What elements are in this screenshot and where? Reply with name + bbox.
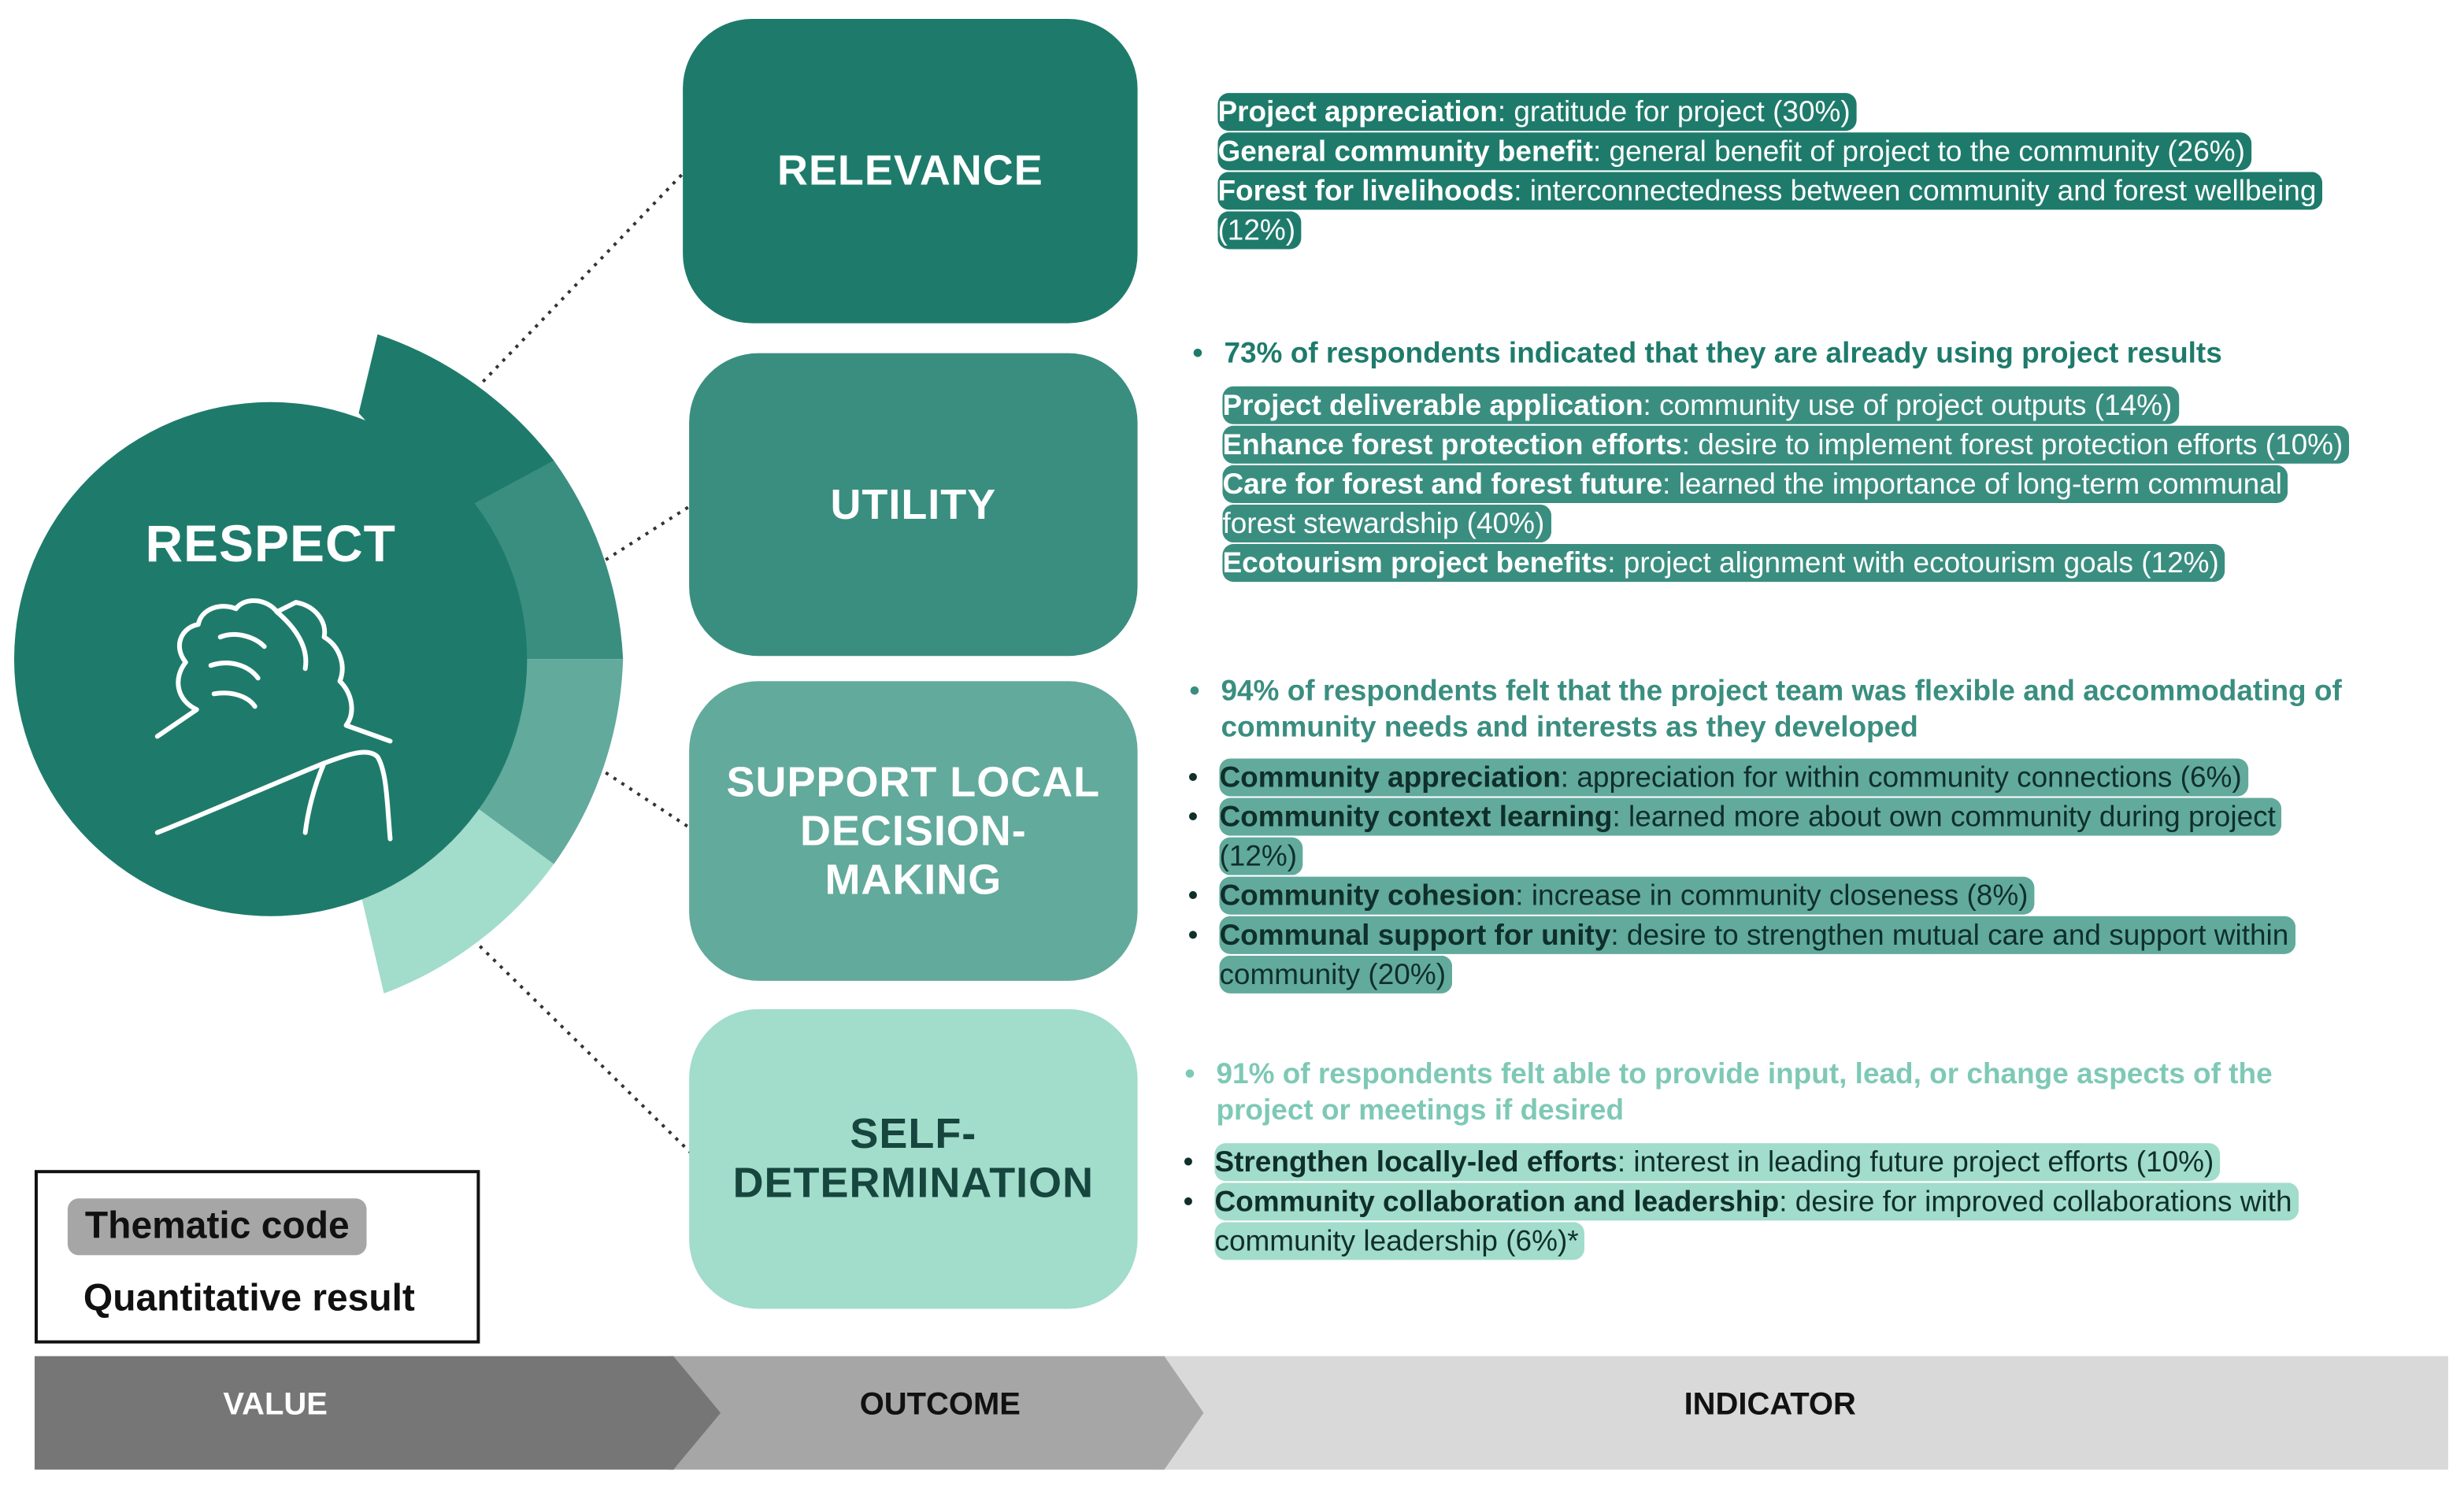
code-desc: : gratitude for project (30%) [1497,94,1851,128]
code-desc: : desire for improved collaborations wit… [1214,1184,2292,1257]
outcome-label-line: MAKING [824,855,1002,903]
ring-segment-relevance [358,334,554,537]
code-item: Enhance forest protection efforts: desir… [1188,424,2446,464]
connector-utility [605,503,694,561]
clasped-hands-icon [154,598,393,842]
outcome-self-determination: SELF- DETERMINATION [689,1008,1138,1309]
value-circle [13,402,528,916]
codes-self-determination: Strengthen locally-led efforts: interest… [1180,1142,2423,1260]
code-term: Project deliverable application [1222,387,1643,421]
code-term: Enhance forest protection efforts [1222,427,1682,461]
code-desc: : learned more about own community durin… [1219,799,2276,872]
code-item: Project appreciation: gratitude for proj… [1183,91,2425,131]
outcome-relevance: RELEVANCE [683,19,1138,324]
connector-self-determination [478,945,694,1156]
outcome-label-line: SUPPORT LOCAL [726,757,1101,805]
codes-relevance: Project appreciation: gratitude for proj… [1183,91,2425,250]
codes-support: Community appreciation: appreciation for… [1184,757,2427,994]
arrow-value [34,1356,721,1470]
code-term: Care for forest and forest future [1222,466,1663,500]
code-term: Project appreciation [1217,94,1498,128]
outcome-label: RELEVANCE [776,146,1043,194]
legend: Thematic code Quantitative result [34,1170,480,1344]
outcome-label: UTILITY [830,479,997,528]
code-term: Community appreciation [1219,760,1561,794]
arrow-outcome [669,1356,1204,1470]
code-desc: : community use of project outputs (14%) [1643,387,2173,421]
code-item: Care for forest and forest future: learn… [1188,464,2308,543]
quant-result: 91% of respondents felt able to provide … [1184,1055,2365,1127]
stage-label-value: VALUE [223,1387,328,1423]
outcome-label-line: DETERMINATION [732,1159,1095,1207]
code-term: Forest for livelihoods [1217,173,1514,207]
ring-segment-self-determination [361,804,554,994]
code-desc: : project alignment with ecotourism goal… [1607,546,2219,579]
code-term: Ecotourism project benefits [1222,546,1608,579]
outcome-label-line: SELF- [850,1110,977,1158]
code-term: Communal support for unity [1219,917,1611,951]
code-item: Community context learning: learned more… [1184,797,2340,875]
outcome-label-line: DECISION- [799,806,1027,854]
quant-self-determination: 91% of respondents felt able to provide … [1181,1055,2364,1127]
code-desc: : general benefit of project to the comm… [1592,134,2245,168]
code-item: Community appreciation: appreciation for… [1184,757,2427,797]
quant-result: 73% of respondents indicated that they a… [1192,335,2464,371]
code-item: General community benefit: general benef… [1183,131,2425,171]
code-desc: : desire to implement forest protection … [1681,427,2344,461]
code-item: Project deliverable application: communi… [1188,385,2446,424]
value-title: RESPECT [145,513,396,573]
code-item: Community cohesion: increase in communit… [1184,875,2427,915]
quant-support: 94% of respondents felt that the project… [1186,672,2354,744]
code-desc: : appreciation for within community conn… [1560,760,2242,794]
code-desc: : desire to strengthen mutual care and s… [1219,917,2289,990]
stage-label-indicator: INDICATOR [1684,1387,1856,1423]
connector-relevance [481,168,687,383]
codes-utility: Project deliverable application: communi… [1188,385,2446,583]
outcome-utility: UTILITY [689,353,1138,657]
code-desc: : interconnectedness between community a… [1217,173,2317,246]
legend-quantitative-result: Quantitative result [83,1277,415,1320]
legend-thematic-code: Thematic code [67,1198,367,1256]
code-term: Community collaboration and leadership [1214,1184,1780,1218]
code-desc: : interest in leading future project eff… [1617,1145,2214,1179]
code-term: General community benefit [1217,134,1593,168]
code-term: Community context learning [1219,799,1613,833]
outcome-support-local-decision-making: SUPPORT LOCAL DECISION- MAKING [689,681,1138,981]
quant-utility: 73% of respondents indicated that they a… [1189,335,2464,371]
code-term: Community cohesion [1219,878,1516,912]
quant-result: 94% of respondents felt that the project… [1189,672,2354,744]
code-item: Strengthen locally-led efforts: interest… [1180,1142,2423,1181]
code-desc: : increase in community closeness (8%) [1515,878,2029,912]
code-item: Communal support for unity: desire to st… [1184,915,2383,994]
arrow-indicator [1156,1356,2448,1470]
code-item: Forest for livelihoods: interconnectedne… [1183,170,2351,250]
code-term: Strengthen locally-led efforts [1214,1145,1617,1179]
code-item: Community collaboration and leadership: … [1180,1181,2398,1260]
code-item: Ecotourism project benefits: project ali… [1188,542,2446,583]
connector-support [605,771,694,831]
code-desc: : learned the importance of long-term co… [1222,466,2283,540]
stage-label-outcome: OUTCOME [859,1387,1021,1423]
